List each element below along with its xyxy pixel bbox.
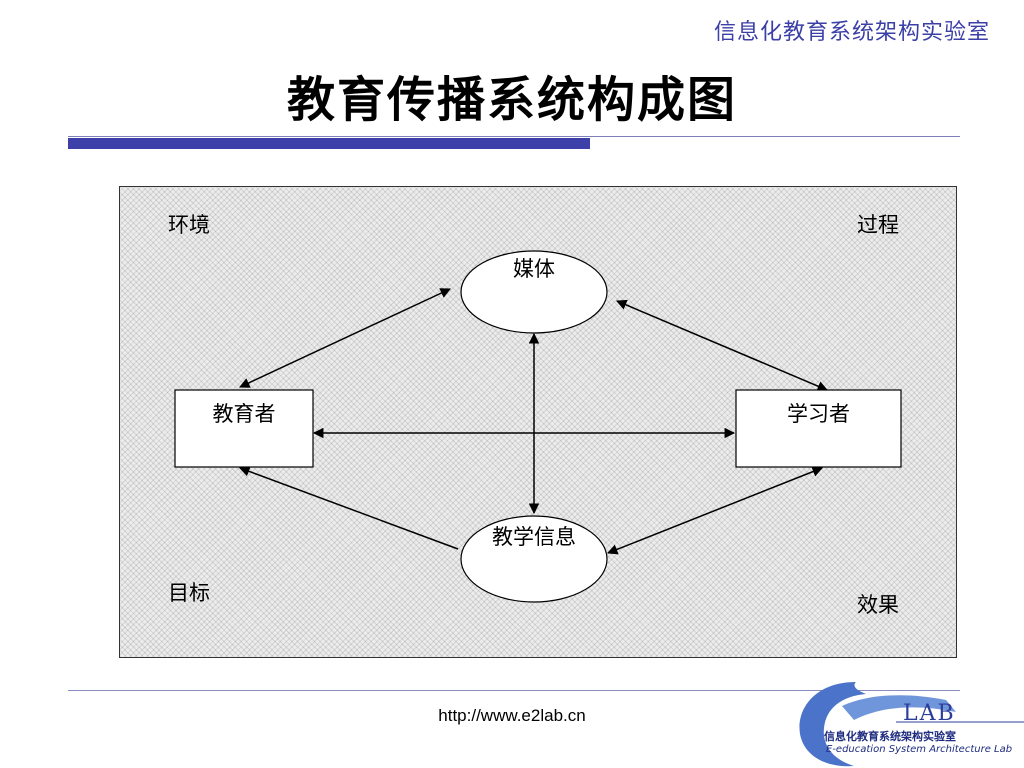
label-environment: 环境 [168,213,210,237]
logo-lab-text: LAB [903,701,956,726]
lab-name: 信息化教育系统架构实验室 [713,20,990,45]
node-media: 媒体 [513,257,555,281]
arrow-info-educator [239,466,459,550]
learner-box [735,389,902,468]
lab-logo [799,682,1024,767]
logo-en-text: E-education System Architecture Lab [826,744,1013,755]
educator-box [174,389,314,468]
media-ellipse [460,250,608,334]
node-educator: 教育者 [212,402,276,426]
logo-cn-text: 信息化教育系统架构实验室 [824,730,956,743]
label-goal: 目标 [168,581,210,605]
teaching-info-ellipse [460,515,608,603]
communication-system-diagram: 环境 过程 目标 效果 媒体 教育者 学习者 教学信息 [119,186,957,658]
node-teaching-info: 教学信息 [492,525,576,549]
page-title: 教育传播系统构成图 [286,72,737,128]
label-effect: 效果 [857,593,899,617]
arrow-info-learner [607,466,823,555]
label-process: 过程 [857,213,899,237]
arrow-media-learner [616,299,828,392]
footer-url[interactable]: http://www.e2lab.cn [438,706,586,725]
title-divider-accent [68,138,590,149]
node-learner: 学习者 [787,402,850,426]
diagram-graphics [174,250,902,603]
title-divider-thin [68,136,960,137]
footer-divider [68,690,960,691]
arrow-media-educator [239,288,451,388]
